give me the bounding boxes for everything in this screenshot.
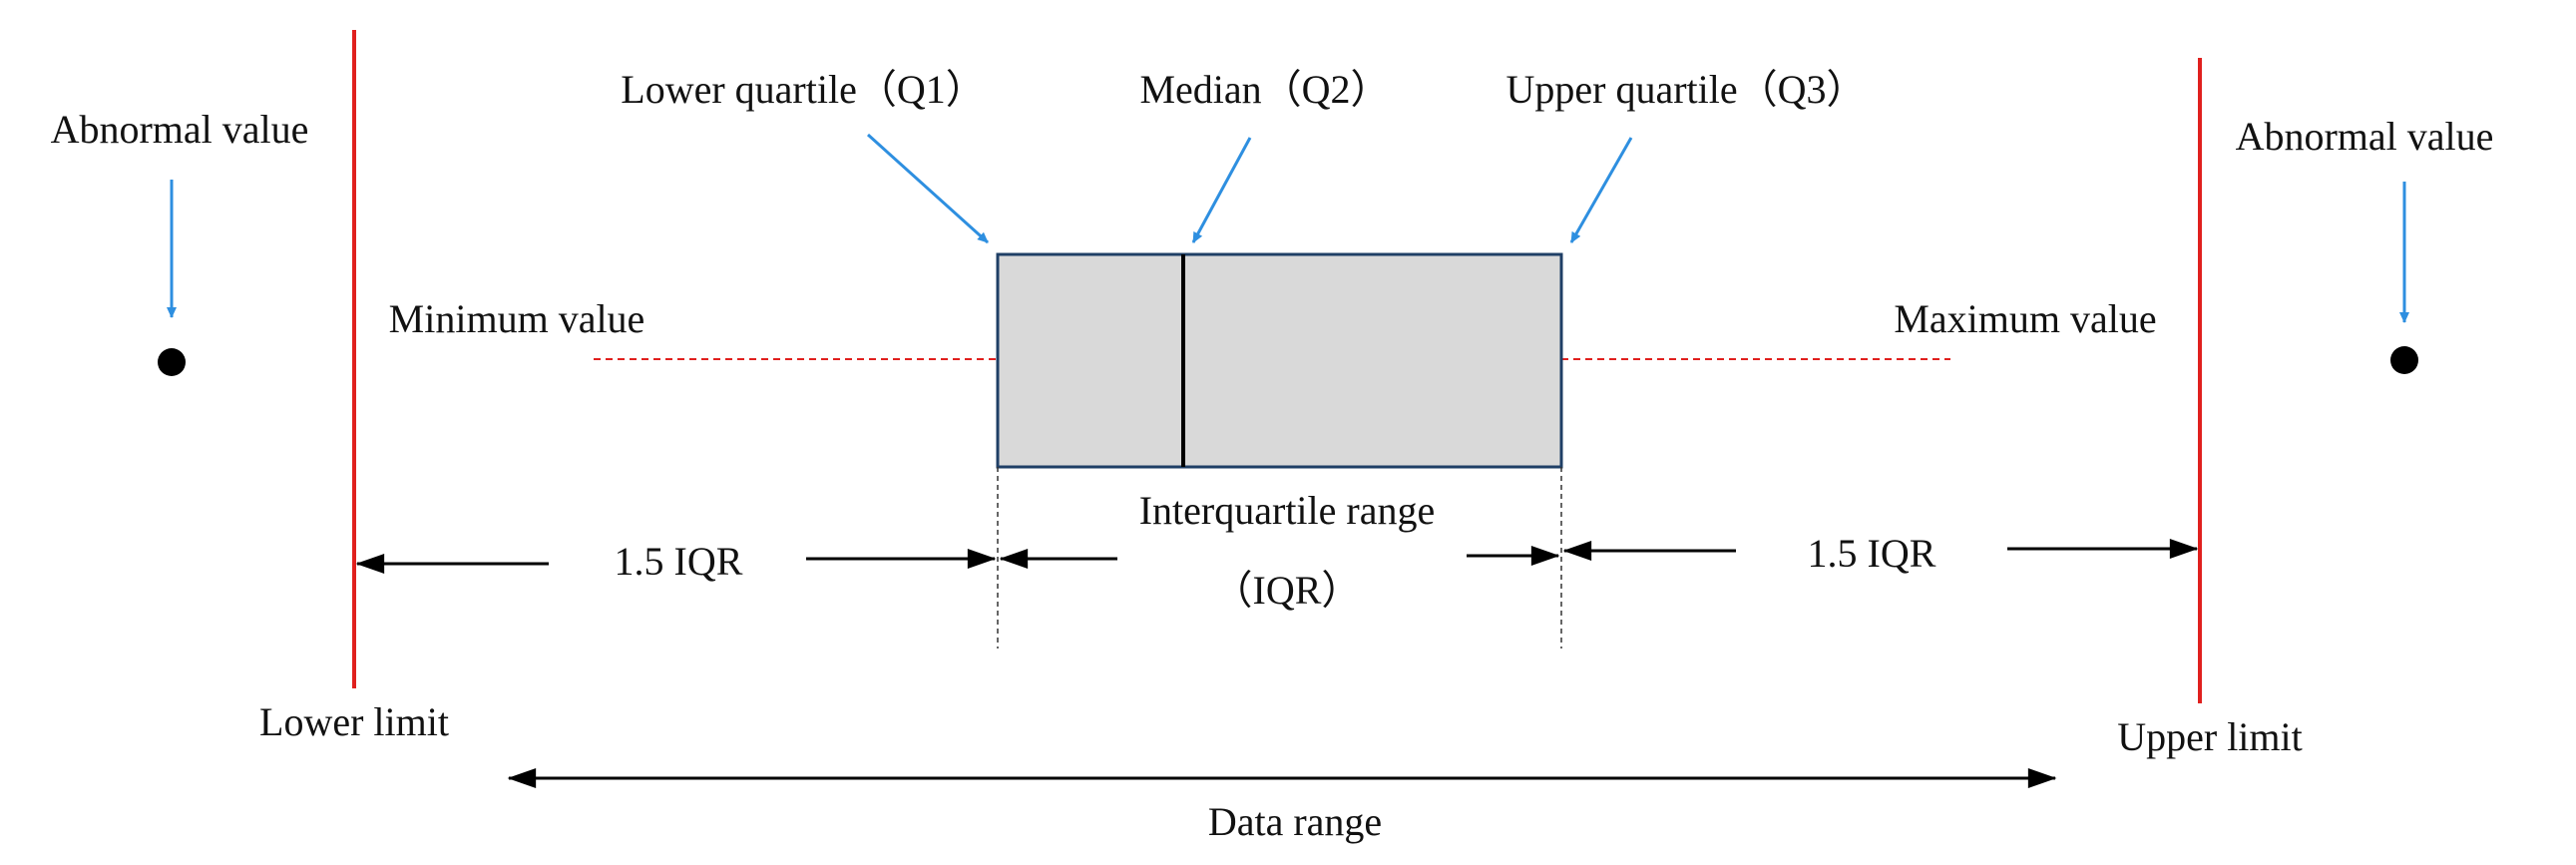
maximum-value-label: Maximum value [1894,296,2156,341]
abnormal-value-right-label: Abnormal value [2236,114,2494,159]
iqr-right-label: 1.5 IQR [1808,531,1936,576]
abnormal-value-left-label: Abnormal value [51,107,309,152]
data-range-label: Data range [1208,799,1382,844]
median-pointer-arrow [1191,137,1252,243]
iqr-left-label: 1.5 IQR [615,539,743,584]
upper-quartile-label: Upper quartile（Q3） [1505,67,1866,112]
interquartile-range-abbrev-label: （IQR） [1213,568,1362,613]
lower-quartile-label: Lower quartile（Q1） [621,67,985,112]
outlier-right [2390,346,2418,374]
q1-pointer-arrow [866,133,990,244]
median-label: Median（Q2） [1139,67,1390,112]
lower-limit-label: Lower limit [259,699,449,744]
minimum-value-label: Minimum value [389,296,645,341]
interquartile-range-label: Interquartile range [1139,488,1436,533]
q3-pointer-arrow [1569,137,1633,243]
upper-limit-label: Upper limit [2117,714,2303,759]
iqr-box [996,252,1563,469]
outlier-left [158,348,186,376]
